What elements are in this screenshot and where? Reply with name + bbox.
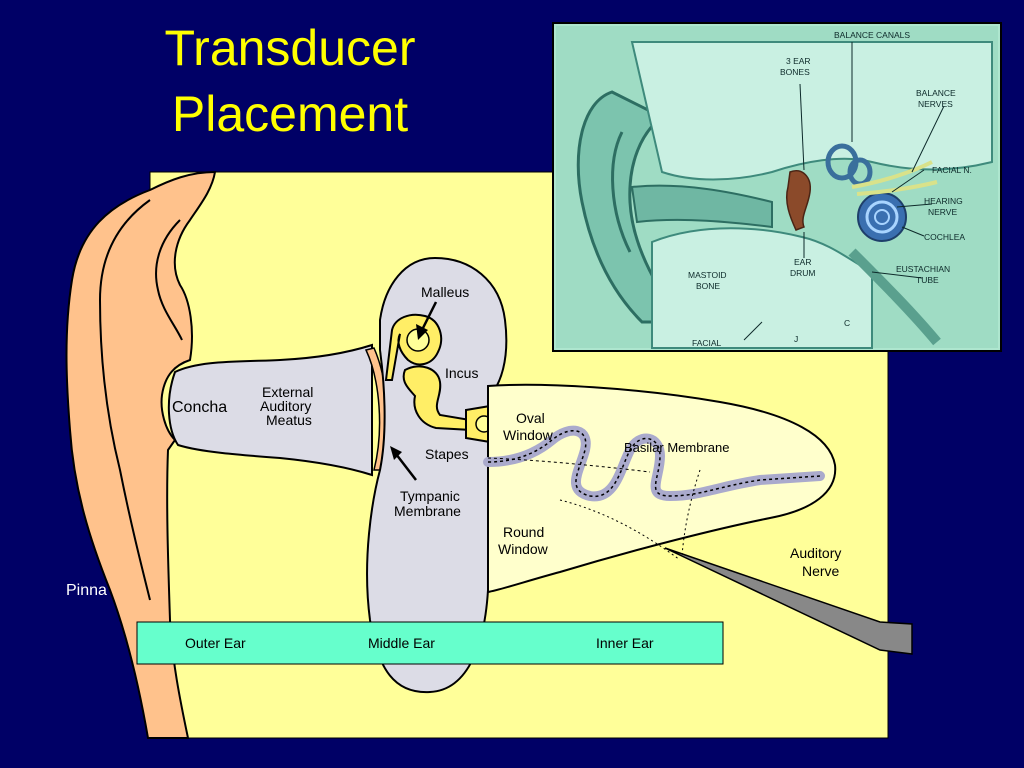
anatomy-inset: BALANCE CANALS 3 EAR BONES BALANCE NERVE… <box>552 22 1002 352</box>
ear-canal <box>167 343 373 477</box>
inset-label-balance-canals: BALANCE CANALS <box>834 30 910 40</box>
inset-label-ear-drum-2: DRUM <box>790 268 816 278</box>
inset-label-j: J <box>794 334 798 344</box>
inset-label-eustachian-2: TUBE <box>916 275 939 285</box>
pinna-inner-fold <box>155 219 183 341</box>
label-concha: Concha <box>172 399 227 416</box>
pinna-fold <box>98 199 151 601</box>
inset-label-balance-nerves-2: NERVES <box>918 99 953 109</box>
label-tympanic-1: Tympanic <box>400 488 460 504</box>
inset-ossicles <box>785 170 811 231</box>
region-bar <box>136 621 724 665</box>
label-round-window-1: Round <box>503 524 544 540</box>
nerve-fibers <box>559 469 701 561</box>
inset-label-hearing-nerve-1: HEARING <box>924 196 963 206</box>
label-round-window-2: Window <box>498 541 549 557</box>
inset-label-mastoid-2: BONE <box>696 281 720 291</box>
label-eam-2: Auditory <box>260 398 311 414</box>
label-auditory-nerve-2: Nerve <box>802 563 840 579</box>
malleus-arrowhead <box>416 324 428 340</box>
inset-label-ear-bones-2: BONES <box>780 67 810 77</box>
region-middle-ear: Middle Ear <box>368 635 435 651</box>
basilar-membrane-outline <box>487 430 821 497</box>
label-malleus: Malleus <box>421 284 469 300</box>
inset-label-facial: FACIAL <box>692 338 722 348</box>
middle-ear-cavity <box>366 256 508 694</box>
inset-label-ear-drum-1: EAR <box>794 257 811 267</box>
malleus-arrow <box>420 301 438 331</box>
inset-temporal-bone <box>630 41 993 181</box>
inset-label-c: C <box>844 318 850 328</box>
slide-title-line-1: Transducer <box>164 20 416 76</box>
inset-label-cochlea: COCHLEA <box>924 232 965 242</box>
inset-nerves <box>851 160 938 196</box>
label-auditory-nerve-1: Auditory <box>790 545 841 561</box>
pinna-shape <box>65 170 217 739</box>
tympanic-arrow <box>395 453 417 481</box>
region-inner-ear: Inner Ear <box>596 635 654 651</box>
label-oval-window-1: Oval <box>516 410 545 426</box>
inset-label-balance-nerves-1: BALANCE <box>916 88 956 98</box>
label-stapes: Stapes <box>425 446 469 462</box>
inset-ear-canal <box>630 184 773 229</box>
inset-cochlea <box>857 192 907 242</box>
inset-label-facial-n: FACIAL N. <box>932 165 972 175</box>
label-basilar-membrane: Basilar Membrane <box>624 440 730 455</box>
label-eam-1: External <box>262 384 313 400</box>
inset-outer-ear <box>576 90 685 324</box>
auditory-nerve-shape <box>664 547 913 655</box>
scala-boundary <box>487 457 651 473</box>
cochlea-shape <box>487 383 837 594</box>
label-incus: Incus <box>445 365 478 381</box>
label-tympanic-2: Membrane <box>394 503 461 519</box>
label-eam-3: Meatus <box>266 412 312 428</box>
label-oval-window-2: Window <box>503 427 554 443</box>
slide-title-line-2: Placement <box>171 86 409 142</box>
tympanic-arrowhead <box>390 446 402 460</box>
label-pinna: Pinna <box>66 582 107 599</box>
inset-label-hearing-nerve-2: NERVE <box>928 207 957 217</box>
inset-eustachian-tube <box>848 248 941 346</box>
inset-label-eustachian-1: EUSTACHIAN <box>896 264 950 274</box>
inset-label-mastoid-1: MASTOID <box>688 270 727 280</box>
region-outer-ear: Outer Ear <box>185 635 246 651</box>
inset-label-ear-bones-1: 3 EAR <box>786 56 811 66</box>
